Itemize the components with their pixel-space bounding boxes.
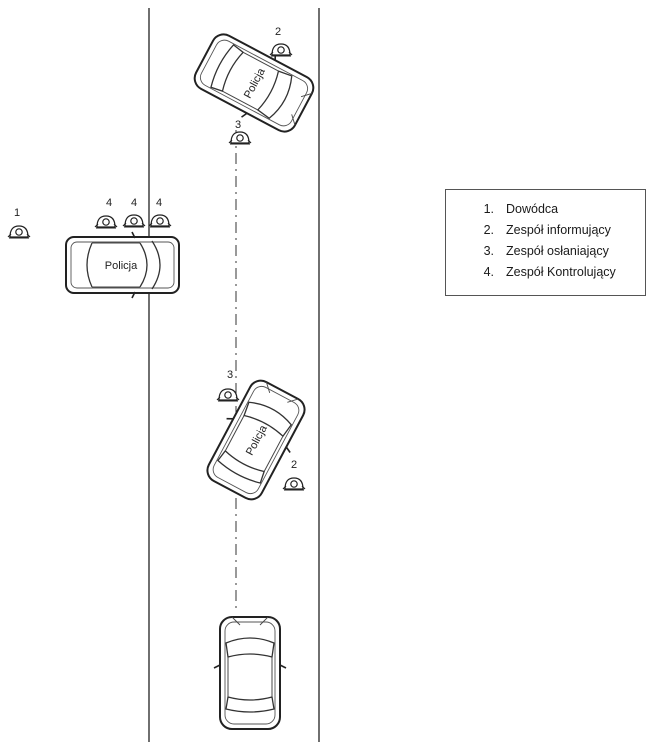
officer-info-top-icon <box>269 43 293 57</box>
officer-cover-top-icon <box>228 131 252 145</box>
marker-info-team-top: 2 <box>275 26 281 38</box>
police-car-top: Policja <box>186 23 322 143</box>
police-car-left-label: Policja <box>105 260 138 272</box>
legend-item-label: Zespół osłaniający <box>506 244 609 258</box>
officer-control-3-icon <box>148 214 172 228</box>
legend-item-label: Dowódca <box>506 202 559 216</box>
marker-cover-team-middle: 3 <box>227 369 233 381</box>
legend-box: 1. Dowódca 2. Zespół informujący 3. Zesp… <box>445 189 646 296</box>
police-car-left-body <box>65 236 180 294</box>
legend-item-number: 3. <box>483 244 494 258</box>
legend-item-number: 1. <box>483 202 494 216</box>
marker-control-team-2: 4 <box>131 197 137 209</box>
marker-control-team-3: 4 <box>156 197 162 209</box>
legend-item-label: Zespół informujący <box>506 223 611 237</box>
police-car-middle: Policja <box>196 372 316 508</box>
officer-control-2-icon <box>122 214 146 228</box>
marker-commander: 1 <box>14 207 20 219</box>
checked-vehicle <box>213 616 287 730</box>
marker-info-team-middle: 2 <box>291 459 297 471</box>
legend-item-number: 4. <box>483 265 494 279</box>
officer-commander-icon <box>7 225 31 239</box>
legend-item-label: Zespół Kontrolujący <box>506 265 616 279</box>
officer-control-1-icon <box>94 215 118 229</box>
marker-control-team-1: 4 <box>106 197 112 209</box>
marker-cover-team-top: 3 <box>235 119 241 131</box>
officer-info-middle-icon <box>282 477 306 491</box>
legend-item-number: 2. <box>483 223 494 237</box>
